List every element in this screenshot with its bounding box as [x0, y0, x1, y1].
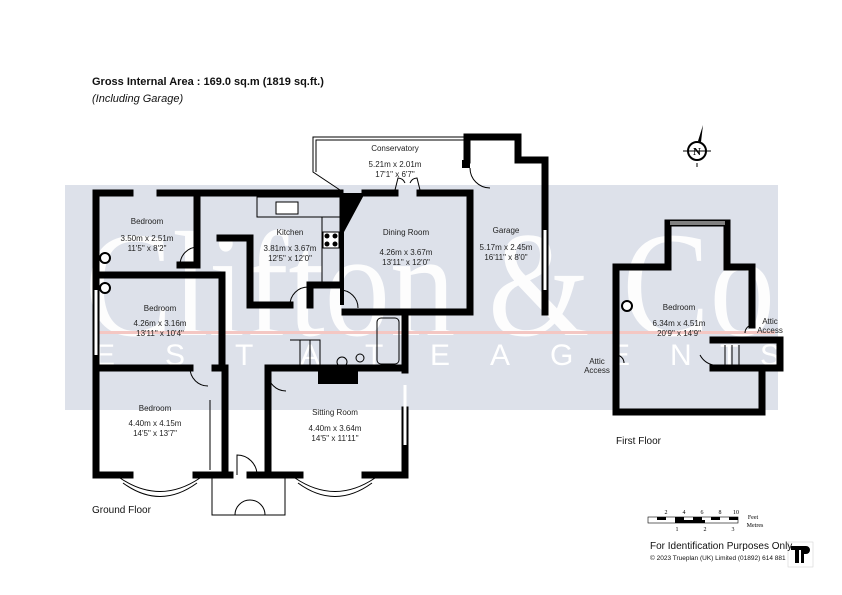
svg-text:13'11" x 12'0": 13'11" x 12'0"	[382, 258, 430, 267]
copyright: © 2023 Trueplan (UK) Limited (01892) 614…	[650, 555, 786, 562]
svg-text:Garage: Garage	[493, 226, 520, 235]
svg-text:Bedroom: Bedroom	[139, 404, 172, 413]
svg-text:20'9" x 14'9": 20'9" x 14'9"	[657, 329, 701, 338]
svg-text:6.34m x 4.51m: 6.34m x 4.51m	[653, 319, 706, 328]
attic-access-right: Attic Access	[757, 317, 783, 335]
svg-text:11'5" x 8'2": 11'5" x 8'2"	[128, 244, 167, 253]
svg-text:4.26m x 3.67m: 4.26m x 3.67m	[380, 248, 433, 257]
svg-text:4.40m x 4.15m: 4.40m x 4.15m	[129, 419, 182, 428]
svg-text:Attic: Attic	[589, 357, 605, 366]
svg-text:14'5" x 11'11": 14'5" x 11'11"	[311, 434, 358, 443]
svg-text:16'11" x 8'0": 16'11" x 8'0"	[484, 253, 527, 262]
gross-area: Gross Internal Area : 169.0 sq.m (1819 s…	[92, 76, 324, 88]
svg-text:T: T	[235, 339, 253, 372]
room-dining: Dining Room 4.26m x 3.67m 13'11" x 12'0"	[380, 228, 433, 267]
compass-icon: N	[683, 125, 711, 167]
svg-text:4.40m x 3.64m: 4.40m x 3.64m	[309, 424, 362, 433]
scale-bar: 2 4 6 8 10 1 2 3 Feet Metres	[647, 510, 764, 533]
svg-text:3.50m x 2.51m: 3.50m x 2.51m	[121, 234, 174, 243]
svg-text:12'5" x 12'0": 12'5" x 12'0"	[268, 254, 312, 263]
svg-text:2: 2	[704, 527, 707, 533]
watermark-tagline: E S T A T E A G E N T S	[95, 339, 780, 372]
svg-text:Dining Room: Dining Room	[383, 228, 430, 237]
svg-text:Access: Access	[584, 366, 610, 375]
svg-text:N: N	[670, 339, 692, 372]
attic-access-left: Attic Access	[584, 357, 610, 375]
room-bedroom-3: Bedroom 4.40m x 4.15m 14'5" x 13'7"	[129, 404, 182, 438]
room-bedroom-2: Bedroom 4.26m x 3.16m 13'11" x 10'4"	[134, 304, 187, 338]
svg-text:Conservatory: Conservatory	[371, 144, 419, 153]
watermark-band	[65, 185, 778, 410]
disclaimer: For Identification Purposes Only.	[650, 541, 795, 552]
svg-text:Bedroom: Bedroom	[663, 303, 696, 312]
room-bedroom-1: Bedroom 3.50m x 2.51m 11'5" x 8'2"	[121, 217, 174, 253]
svg-text:Kitchen: Kitchen	[277, 228, 304, 237]
including-garage-note: (Including Garage)	[92, 93, 184, 105]
svg-text:4.26m x 3.16m: 4.26m x 3.16m	[134, 319, 187, 328]
room-first-floor-bedroom: Bedroom 6.34m x 4.51m 20'9" x 14'9"	[653, 303, 706, 338]
svg-text:5.21m x 2.01m: 5.21m x 2.01m	[369, 160, 422, 169]
svg-text:3: 3	[732, 527, 735, 533]
svg-text:Sitting Room: Sitting Room	[312, 408, 358, 417]
svg-text:5.17m x 2.45m: 5.17m x 2.45m	[480, 243, 533, 252]
room-kitchen: Kitchen 3.81m x 3.67m 12'5" x 12'0"	[264, 228, 317, 263]
svg-text:Bedroom: Bedroom	[144, 304, 177, 313]
room-garage: Garage 5.17m x 2.45m 16'11" x 8'0"	[480, 226, 533, 262]
room-conservatory: Conservatory 5.21m x 2.01m 17'1" x 6'7"	[369, 144, 422, 179]
svg-text:Feet: Feet	[748, 515, 759, 521]
watermark-line	[95, 331, 775, 334]
trueplan-logo	[787, 541, 814, 568]
svg-text:4: 4	[683, 510, 686, 516]
svg-text:6: 6	[701, 510, 704, 516]
room-sitting: Sitting Room 4.40m x 3.64m 14'5" x 11'11…	[309, 408, 362, 443]
svg-text:S: S	[760, 339, 780, 372]
svg-text:G: G	[550, 339, 573, 372]
svg-text:14'5" x 13'7": 14'5" x 13'7"	[133, 429, 177, 438]
svg-text:17'1" x 6'7": 17'1" x 6'7"	[375, 170, 415, 179]
first-floor-label: First Floor	[616, 436, 661, 447]
svg-text:E: E	[430, 339, 450, 372]
svg-text:A: A	[490, 339, 510, 372]
ground-floor-walls	[92, 133, 549, 516]
svg-text:1: 1	[676, 527, 679, 533]
svg-text:S: S	[165, 339, 185, 372]
svg-text:Bedroom: Bedroom	[131, 217, 164, 226]
svg-text:13'11" x 10'4": 13'11" x 10'4"	[136, 329, 184, 338]
svg-text:N: N	[693, 146, 701, 158]
svg-text:Attic: Attic	[762, 317, 778, 326]
svg-text:Metres: Metres	[747, 523, 764, 529]
ground-floor-label: Ground Floor	[92, 505, 151, 516]
svg-text:2: 2	[665, 510, 668, 516]
svg-text:E: E	[95, 339, 115, 372]
svg-text:10: 10	[733, 510, 739, 516]
first-floor-walls	[612, 219, 784, 416]
svg-text:3.81m x 3.67m: 3.81m x 3.67m	[264, 244, 317, 253]
svg-text:Access: Access	[757, 326, 783, 335]
svg-text:8: 8	[719, 510, 722, 516]
